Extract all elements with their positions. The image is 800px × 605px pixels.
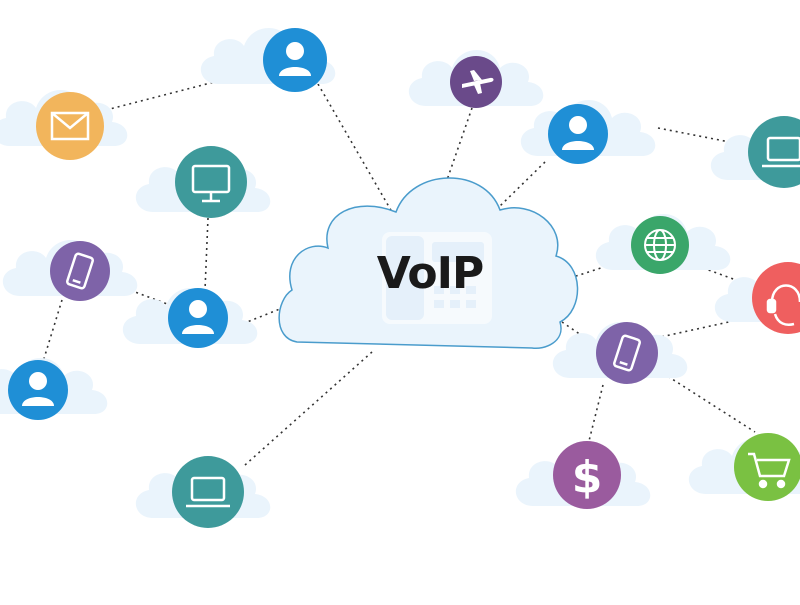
smartphone-icon (66, 252, 94, 290)
envelope-icon (50, 111, 90, 141)
connector-line (231, 304, 291, 329)
user-node-mid-left (122, 288, 258, 348)
connector-line (317, 83, 393, 213)
user-node-top (200, 28, 336, 92)
smartphone-icon (613, 334, 641, 372)
shopping-cart-icon (748, 452, 791, 489)
connector-line (446, 107, 473, 181)
globe-node (595, 214, 731, 274)
user-icon (22, 372, 54, 406)
laptop-node-right (710, 116, 800, 188)
user-node-upper-right (520, 100, 656, 164)
smartphone-node-left (2, 240, 138, 301)
envelope-node (0, 90, 128, 160)
headset-icon (766, 284, 800, 326)
user-node-far-left (0, 358, 108, 420)
voip-cloud (278, 177, 579, 350)
connector-line (657, 369, 756, 433)
desk-phone-icon (382, 232, 492, 324)
globe-icon (644, 229, 676, 261)
laptop-icon (186, 476, 230, 508)
connector-line (587, 384, 604, 446)
connector-line (244, 351, 373, 466)
airplane-icon (462, 70, 494, 94)
headset-node (714, 262, 800, 334)
smartphone-node-right (552, 322, 688, 384)
monitor-icon (191, 164, 231, 203)
dollar-node: $ (515, 441, 651, 509)
connector-line (499, 161, 546, 207)
dollar-icon: $ (572, 452, 603, 503)
voip-label: VoIP (376, 248, 485, 299)
user-icon (279, 42, 311, 76)
laptop-icon (762, 136, 800, 168)
laptop-node-bottom (135, 456, 271, 528)
connector-line (41, 299, 63, 366)
connector-line (105, 79, 223, 111)
shopping-cart-node (688, 433, 800, 501)
connector-line (561, 321, 601, 349)
airplane-node (408, 50, 544, 108)
user-icon (182, 300, 214, 334)
connector-line (204, 217, 209, 291)
user-icon (562, 116, 594, 150)
monitor-node (135, 146, 271, 218)
